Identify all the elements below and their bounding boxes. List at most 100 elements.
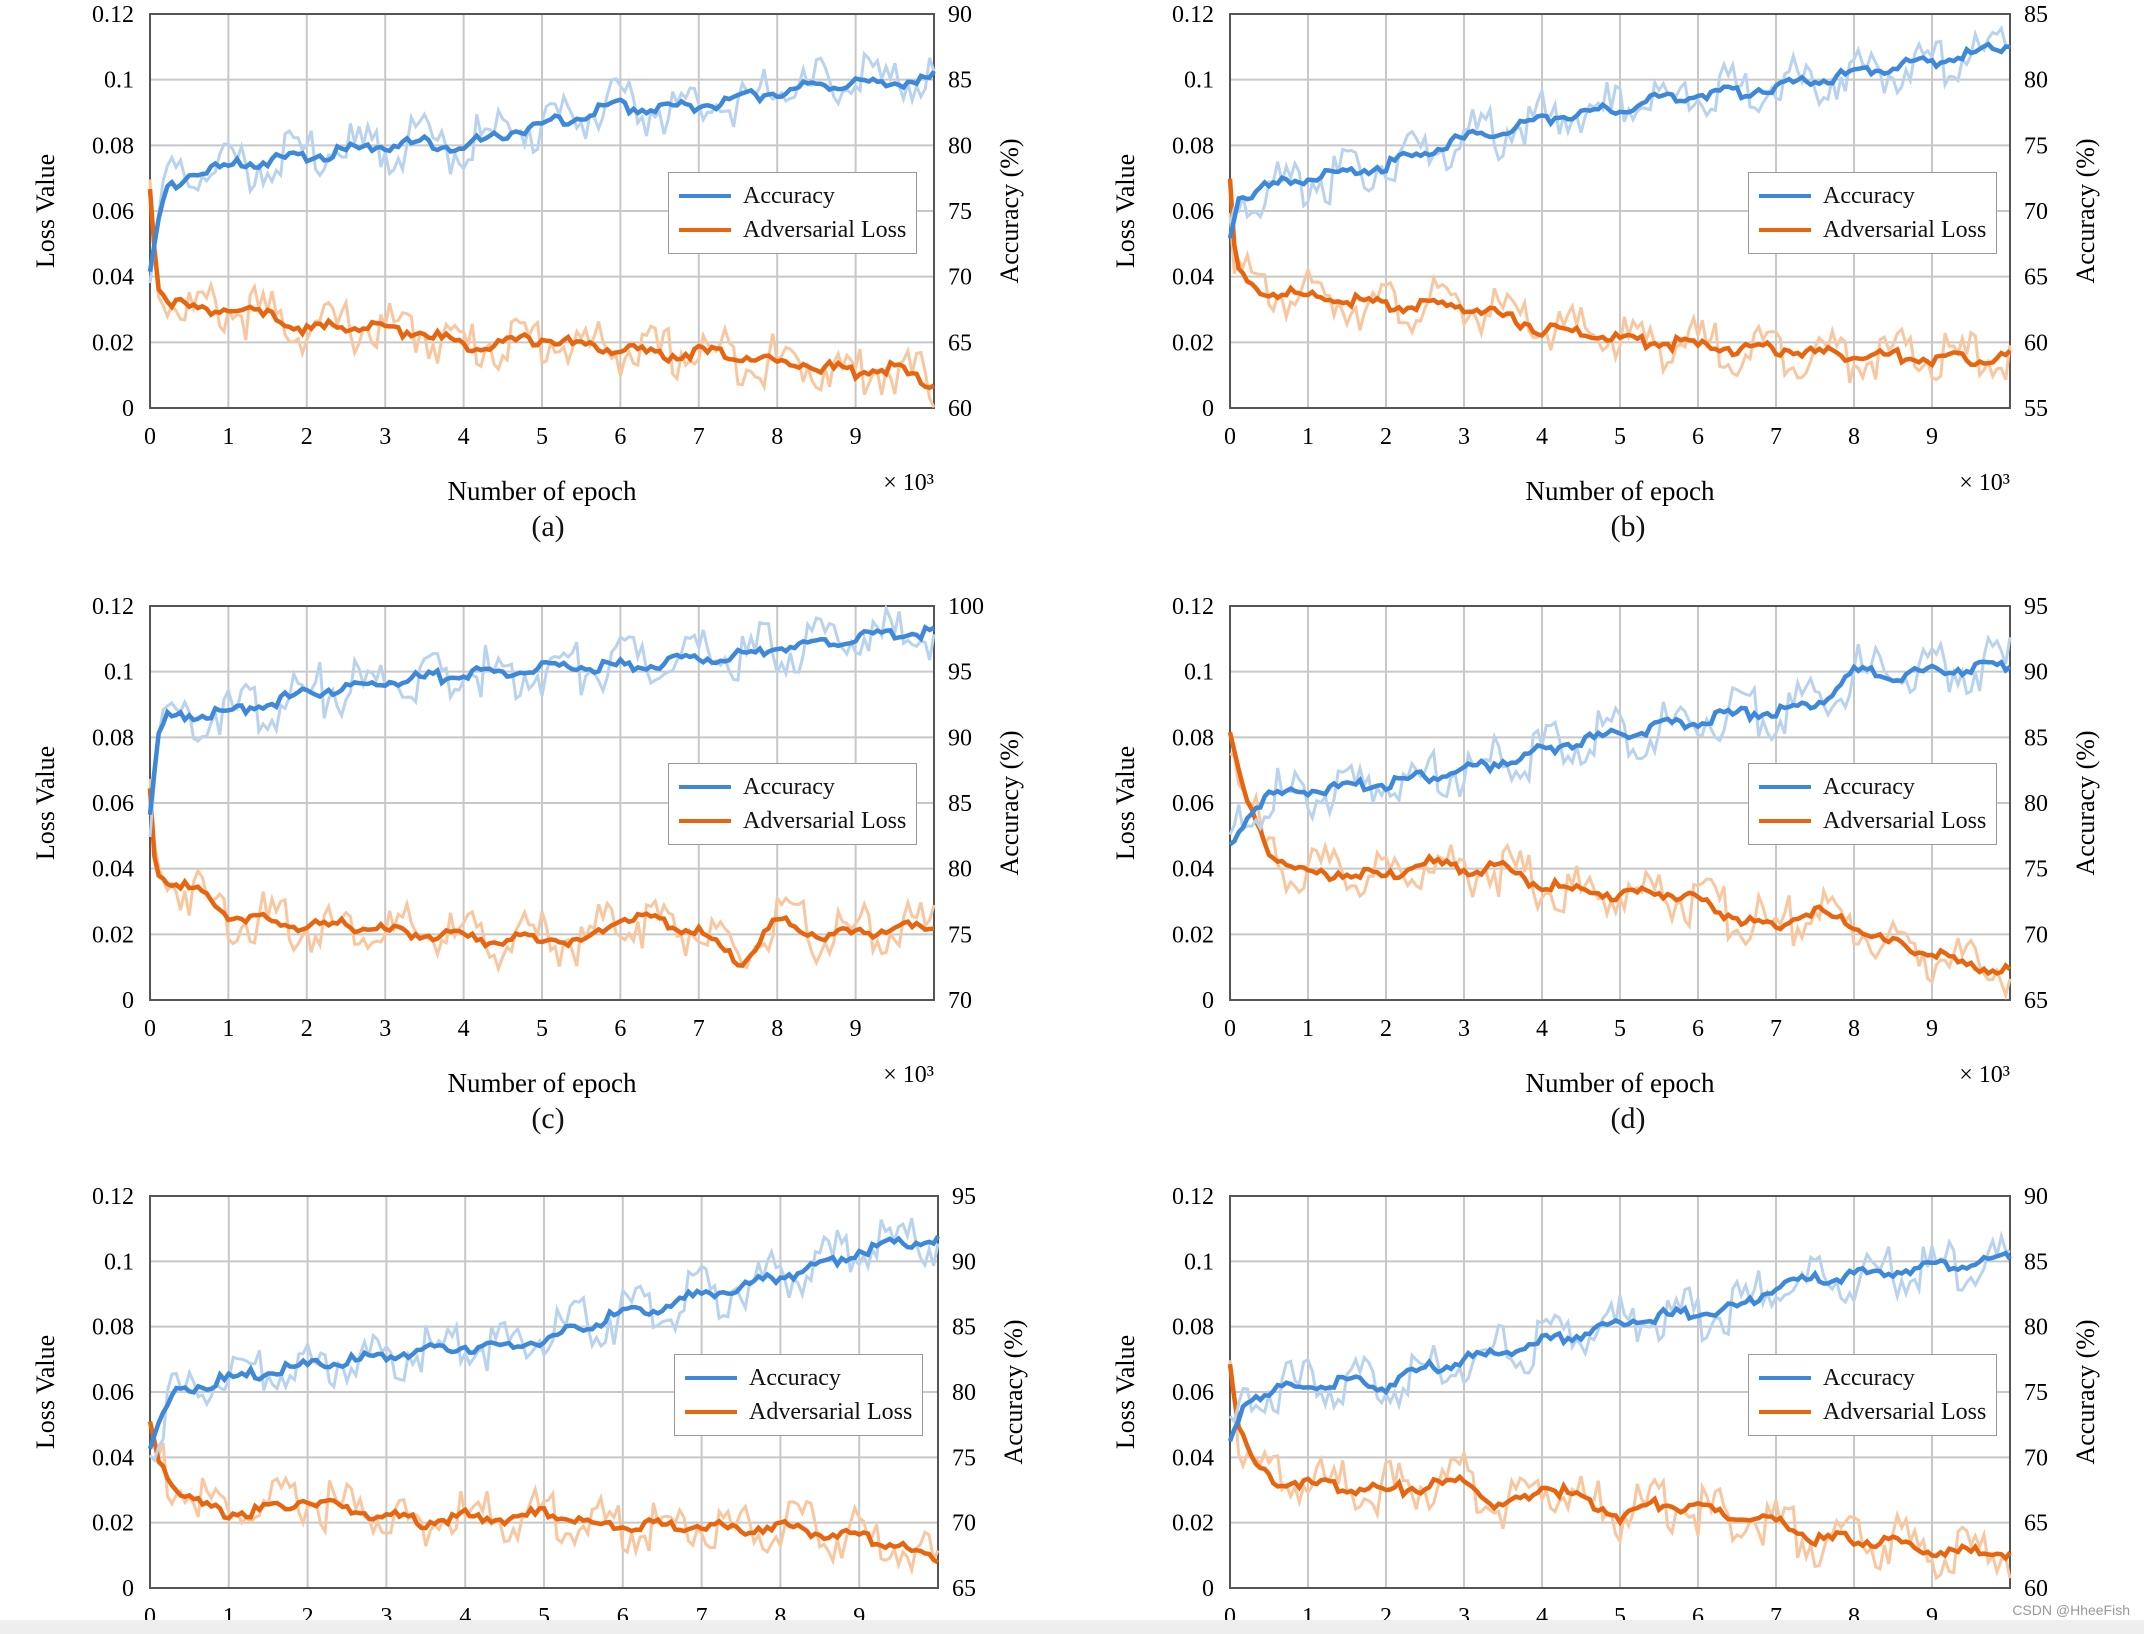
y2-tick-label: 55 — [2024, 396, 2048, 422]
y-tick-label: 0 — [122, 1576, 134, 1602]
y-tick-label: 0.06 — [92, 199, 134, 225]
plot-frame — [149, 1195, 939, 1589]
x-tick-label: 5 — [1614, 1016, 1626, 1042]
x-tick-label: 1 — [1302, 1016, 1314, 1042]
y-tick-label: 0.06 — [1172, 199, 1214, 225]
y-tick-label: 0.12 — [92, 594, 134, 620]
x-tick-label: 9 — [1926, 424, 1938, 450]
accuracy-raw-line — [1228, 634, 2012, 836]
legend-label: Adversarial Loss — [1823, 807, 1987, 834]
y2-axis-title: Accuracy (%) — [2071, 730, 2100, 875]
y2-axis-title: Accuracy (%) — [995, 138, 1024, 283]
y-tick-label: 0.02 — [1172, 330, 1214, 356]
y-tick-label: 0.1 — [1184, 1249, 1214, 1275]
legend-item-accuracy: Accuracy — [685, 1361, 912, 1395]
adversarial-loss-raw-line — [148, 179, 936, 409]
legend-swatch — [679, 194, 731, 198]
y2-tick-label: 65 — [952, 1576, 976, 1602]
x-tick-label: 4 — [1536, 424, 1548, 450]
x-tick-label: 5 — [536, 1016, 548, 1042]
y2-tick-label: 90 — [952, 1249, 976, 1275]
y2-tick-label: 70 — [2024, 199, 2048, 225]
panel-caption: (d) — [1610, 1102, 1646, 1135]
accuracy-smoothed-line — [147, 70, 936, 272]
legend-item-loss: Adversarial Loss — [685, 1395, 912, 1429]
y2-tick-label: 60 — [2024, 1576, 2048, 1602]
y2-axis-title: Accuracy (%) — [2071, 138, 2100, 283]
adversarial-loss-raw-line — [1228, 1359, 2012, 1581]
y-tick-label: 0.08 — [1172, 725, 1214, 751]
y2-tick-label: 90 — [2024, 660, 2048, 686]
legend-swatch — [679, 819, 731, 823]
y2-tick-label: 80 — [948, 857, 972, 883]
x-axis-multiplier: × 10³ — [1959, 1062, 2010, 1088]
legend-swatch — [1759, 1410, 1811, 1414]
legend-item-loss: Adversarial Loss — [1759, 1395, 1986, 1429]
y2-tick-label: 70 — [948, 265, 972, 291]
y2-tick-label: 85 — [2024, 1249, 2048, 1275]
y2-tick-label: 70 — [952, 1511, 976, 1537]
y2-tick-label: 75 — [948, 199, 972, 225]
x-tick-label: 5 — [536, 424, 548, 450]
y2-tick-label: 90 — [948, 2, 972, 28]
y-tick-label: 0 — [122, 396, 134, 422]
x-tick-label: 9 — [850, 424, 862, 450]
y2-tick-label: 90 — [2024, 1184, 2048, 1210]
y-tick-label: 0.04 — [92, 1445, 134, 1471]
y2-tick-label: 95 — [952, 1184, 976, 1210]
y2-tick-label: 70 — [2024, 922, 2048, 948]
adversarial-loss-smoothed-line — [1227, 731, 2012, 977]
y-tick-label: 0.1 — [104, 660, 134, 686]
y2-tick-label: 70 — [2024, 1445, 2048, 1471]
y-tick-label: 0.04 — [1172, 265, 1214, 291]
x-tick-label: 3 — [1458, 424, 1470, 450]
y-tick-label: 0.04 — [1172, 857, 1214, 883]
adversarial-loss-smoothed-line — [147, 788, 935, 968]
x-axis-multiplier: × 10³ — [1959, 470, 2010, 496]
y2-tick-label: 100 — [948, 594, 984, 620]
x-tick-label: 4 — [458, 424, 470, 450]
y2-axis-title: Accuracy (%) — [999, 1319, 1028, 1464]
y-tick-label: 0.02 — [1172, 1511, 1214, 1537]
x-tick-label: 0 — [1224, 1016, 1236, 1042]
y-tick-label: 0.12 — [1172, 2, 1214, 28]
x-tick-label: 1 — [222, 1016, 234, 1042]
x-tick-label: 3 — [379, 424, 391, 450]
y2-tick-label: 85 — [2024, 725, 2048, 751]
y2-tick-label: 95 — [948, 660, 972, 686]
legend-swatch — [679, 228, 731, 232]
adversarial-loss-raw-line — [1228, 212, 2012, 384]
x-tick-label: 6 — [1692, 424, 1704, 450]
legend-item-accuracy: Accuracy — [1759, 1361, 1986, 1395]
y-axis-title: Loss Value — [1111, 154, 1140, 268]
legend-item-loss: Adversarial Loss — [1759, 213, 1986, 247]
x-tick-label: 2 — [301, 424, 313, 450]
legend-item-loss: Adversarial Loss — [679, 213, 906, 247]
x-axis-title: Number of epoch — [448, 1068, 637, 1098]
y-tick-label: 0.08 — [1172, 1315, 1214, 1341]
y-tick-label: 0.1 — [1184, 660, 1214, 686]
adversarial-loss-smoothed-line — [147, 188, 936, 391]
y-tick-label: 0.1 — [104, 68, 134, 94]
y2-tick-label: 85 — [948, 791, 972, 817]
x-tick-label: 4 — [1536, 1016, 1548, 1042]
y2-tick-label: 80 — [2024, 68, 2048, 94]
y-tick-label: 0.08 — [92, 1315, 134, 1341]
legend-swatch — [1759, 194, 1811, 198]
x-tick-label: 6 — [1692, 1016, 1704, 1042]
y-tick-label: 0.1 — [104, 1249, 134, 1275]
y2-tick-label: 65 — [948, 330, 972, 356]
legend-swatch — [685, 1376, 737, 1380]
panel-caption: (b) — [1610, 510, 1646, 543]
y-axis-title: Loss Value — [31, 1335, 60, 1449]
accuracy-smoothed-line — [147, 1234, 940, 1450]
x-tick-label: 0 — [144, 1016, 156, 1042]
legend-swatch — [679, 785, 731, 789]
x-tick-label: 9 — [1926, 1016, 1938, 1042]
x-tick-label: 7 — [1770, 1016, 1782, 1042]
y2-tick-label: 95 — [2024, 594, 2048, 620]
